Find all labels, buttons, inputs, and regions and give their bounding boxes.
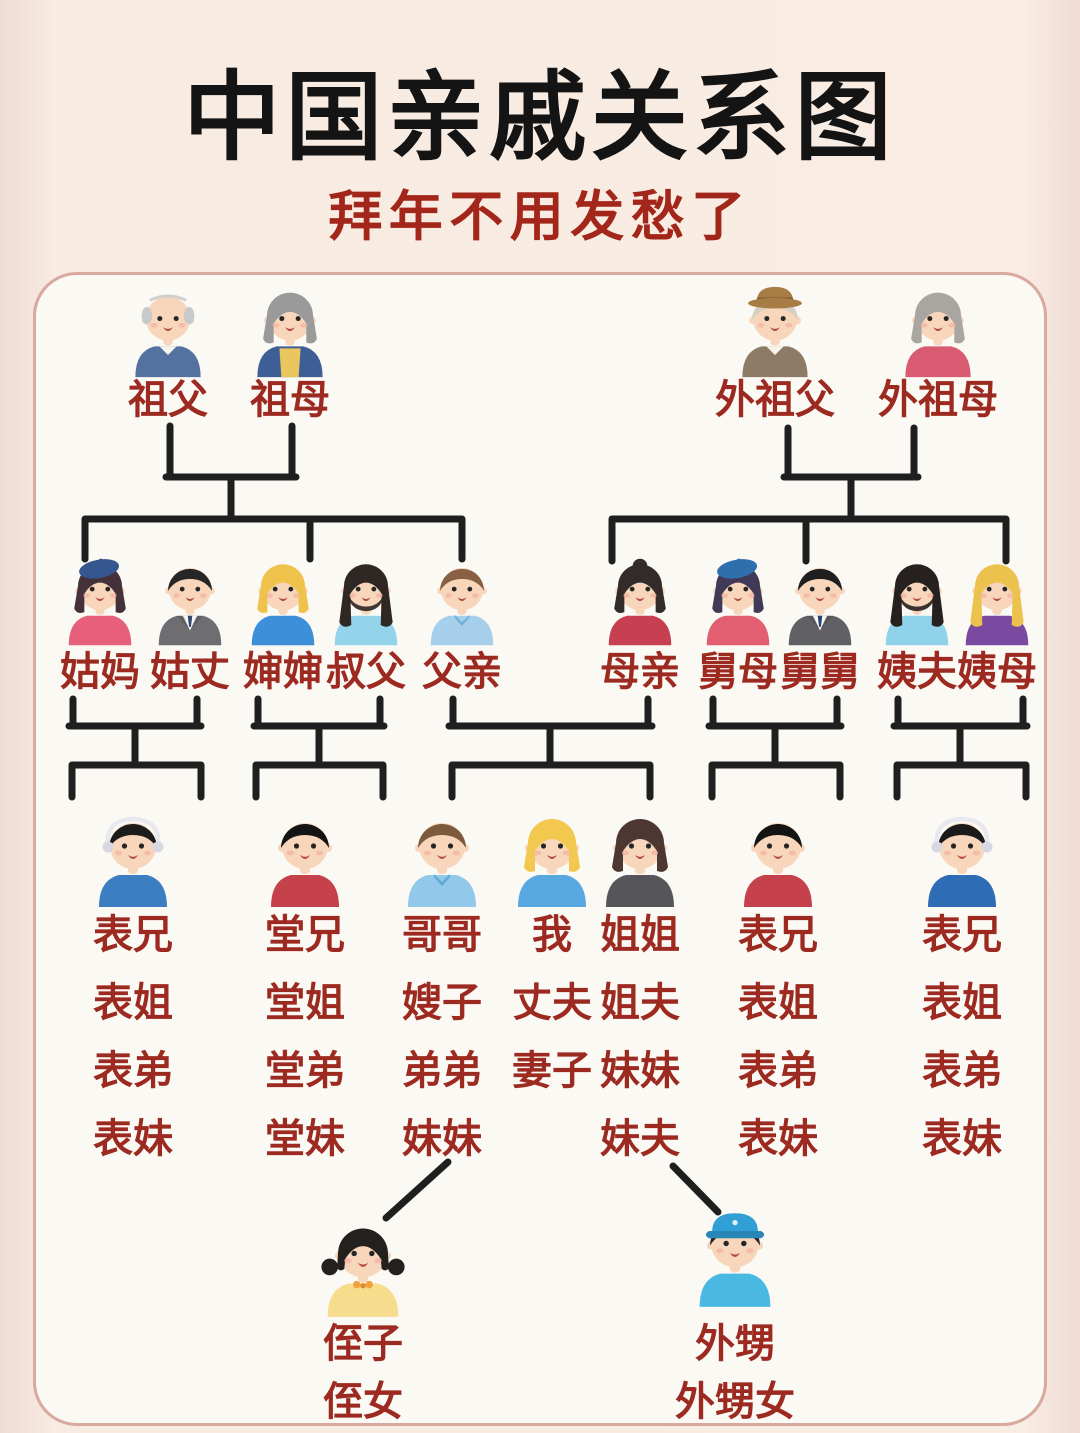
- kinship-label-biao-jiu-0: 表兄: [738, 912, 818, 957]
- avatar-gege-icon: [392, 810, 492, 910]
- avatar-wo-icon: [502, 810, 602, 910]
- poster-title: 中国亲戚关系图: [183, 65, 897, 172]
- avatar-jiumu-icon: [692, 556, 784, 648]
- kinship-label-guma: 姑妈: [60, 649, 140, 694]
- kinship-label-zhizi-0: 侄子: [323, 1321, 403, 1366]
- kinship-label-tang-0: 堂兄: [265, 912, 345, 957]
- avatar-zhizi-icon: [311, 1216, 415, 1320]
- kinship-label-biao-zuo-1: 表姐: [93, 980, 173, 1025]
- avatar-yimu-icon: [951, 556, 1043, 648]
- avatar-tang-icon: [255, 810, 355, 910]
- kinship-label-wo-1: 丈夫: [512, 980, 592, 1025]
- avatar-jiejie-icon: [590, 810, 690, 910]
- kinship-label-biao-zuo-0: 表兄: [93, 912, 173, 957]
- avatar-yifu-icon: [871, 556, 963, 648]
- avatar-waizufu-icon: [727, 284, 823, 380]
- kinship-label-jiejie-1: 姐夫: [600, 980, 680, 1025]
- kinship-label-jiejie-2: 妹妹: [600, 1048, 680, 1093]
- avatar-waizumu-icon: [890, 284, 986, 380]
- kinship-label-zumu: 祖母: [250, 377, 330, 422]
- avatar-zumu-icon: [242, 284, 338, 380]
- kinship-label-biao-zuo-2: 表弟: [93, 1048, 173, 1093]
- kinship-label-biao-jiu-1: 表姐: [738, 980, 818, 1025]
- avatar-guma-icon: [54, 556, 146, 648]
- kinship-label-guzhang: 姑丈: [150, 649, 230, 694]
- kinship-label-shenshen: 婶婶: [243, 649, 323, 694]
- kinship-label-gege-0: 哥哥: [402, 912, 482, 957]
- kinship-label-jiumu: 舅母: [698, 649, 778, 694]
- kinship-label-biao-jiu-3: 表妹: [738, 1116, 818, 1161]
- avatar-fuqin-icon: [416, 556, 508, 648]
- avatar-biao-zuo-icon: [83, 810, 183, 910]
- kinship-label-biao-yi-3: 表妹: [922, 1116, 1002, 1161]
- kinship-label-jiejie-3: 妹夫: [600, 1116, 680, 1161]
- kinship-label-zhizi-1: 侄女: [323, 1379, 403, 1424]
- kinship-label-jiujiu: 舅舅: [780, 649, 860, 694]
- kinship-label-biao-yi-2: 表弟: [922, 1048, 1002, 1093]
- avatar-shenshen-icon: [237, 556, 329, 648]
- kinship-label-shufu: 叔父: [326, 649, 406, 694]
- kinship-label-wo-2: 妻子: [512, 1048, 592, 1093]
- avatar-biao-yi-icon: [912, 810, 1012, 910]
- kinship-label-gege-2: 弟弟: [402, 1048, 482, 1093]
- kinship-label-waizumu: 外祖母: [878, 377, 998, 422]
- avatar-biao-jiu-icon: [728, 810, 828, 910]
- avatar-guzhang-icon: [144, 556, 236, 648]
- kinship-label-biao-zuo-3: 表妹: [93, 1116, 173, 1161]
- kinship-label-muqin: 母亲: [600, 649, 680, 694]
- kinship-label-biao-yi-0: 表兄: [922, 912, 1002, 957]
- kinship-label-biao-jiu-2: 表弟: [738, 1048, 818, 1093]
- kinship-label-jiejie-0: 姐姐: [600, 912, 680, 957]
- avatar-muqin-icon: [594, 556, 686, 648]
- kinship-label-gege-3: 妹妹: [402, 1116, 482, 1161]
- kinship-label-biao-yi-1: 表姐: [922, 980, 1002, 1025]
- kinship-label-gege-1: 嫂子: [402, 980, 482, 1025]
- avatar-zufu-icon: [120, 284, 216, 380]
- avatar-shufu-icon: [320, 556, 412, 648]
- poster-subtitle: 拜年不用发愁了: [328, 187, 752, 247]
- kinship-label-tang-3: 堂妹: [265, 1116, 345, 1161]
- kinship-label-zufu: 祖父: [128, 377, 208, 422]
- kinship-label-wo-0: 我: [532, 912, 572, 957]
- kinship-label-fuqin: 父亲: [422, 649, 502, 694]
- kinship-label-waisheng-1: 外甥女: [675, 1379, 795, 1424]
- kinship-label-yifu: 姨夫: [877, 649, 957, 694]
- kinship-label-waizufu: 外祖父: [715, 377, 835, 422]
- avatar-jiujiu-icon: [774, 556, 866, 648]
- kinship-label-tang-1: 堂姐: [265, 980, 345, 1025]
- kinship-label-waisheng-0: 外甥: [695, 1321, 775, 1366]
- kinship-label-tang-2: 堂弟: [265, 1048, 345, 1093]
- avatar-waisheng-icon: [683, 1206, 787, 1310]
- kinship-label-yimu: 姨母: [957, 649, 1037, 694]
